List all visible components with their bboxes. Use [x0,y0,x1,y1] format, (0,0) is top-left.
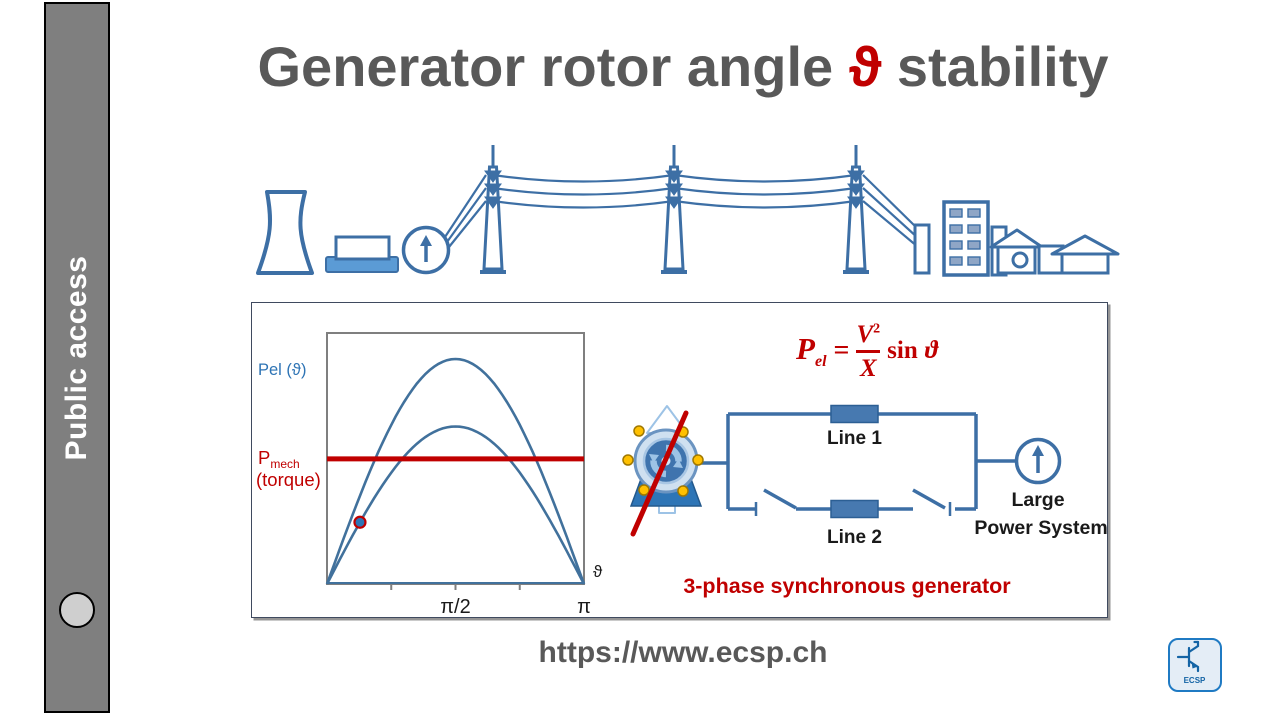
operating-point [353,515,367,529]
breaker-switch-icon [754,488,797,516]
power-angle-chart: π/2 π Pel (ϑ) Pmech (torque) ϑ [256,332,603,618]
transmission-wires-icon [444,173,919,248]
sidebar-strip: Public access [44,2,110,713]
website-url: https://www.ecsp.ch [538,636,828,669]
load-label-2: Power System [974,517,1107,539]
transmission-tower-icon [480,145,506,274]
line2-impedance-icon [830,499,879,519]
rotor-angle-line [630,410,689,537]
chart-curves: π/2 π [325,357,591,618]
x-tick-label: π [577,596,591,618]
cooling-tower-icon [256,190,314,275]
line1-label: Line 1 [827,428,882,449]
transmission-tower-icon [843,145,869,274]
chart-xlabel: ϑ [593,562,603,581]
title-suffix: stability [881,35,1109,98]
formula-sin: sin [887,337,918,364]
sidebar-label: Public access [60,255,93,460]
city-buildings-icon [942,200,1120,277]
breaker-switch-icon [912,488,952,516]
circuit-caption: 3-phase synchronous generator [683,574,1011,598]
large-power-system-icon [1014,437,1062,485]
generator-source-icon [401,225,451,275]
logo-text: ECSP [1184,676,1206,685]
substation-bar-icon [913,223,931,275]
transmission-tower-icon [661,145,687,274]
formula-lhs: Pel [796,330,827,371]
title-theta: ϑ [848,35,882,98]
line1-impedance-icon [830,404,879,424]
title-prefix: Generator rotor angle [257,35,849,98]
pel-curve-1 [325,425,586,585]
page-title: Generator rotor angle ϑ stability [110,34,1256,99]
generator-terminals [622,425,704,497]
x-tick-label: π/2 [440,596,470,618]
formula-angle: ϑ [924,337,938,364]
synchronous-generator-icon [622,405,704,537]
load-label-1: Large [1011,489,1064,511]
fraction-bar [856,349,881,353]
chart-pmech-label-2: (torque) [256,469,321,490]
line2-label: Line 2 [827,527,882,548]
formula-equals: = [833,335,850,366]
chart-pmech-label: Pmech [258,447,300,471]
power-system-diagram-icon [256,145,1120,277]
formula-fraction: V2 X [856,320,881,382]
powerhouse-building-icon [325,235,399,273]
ecsp-logo: ECSP [1168,638,1222,692]
pel-curve-0 [325,357,586,585]
content-panel: π/2 π Pel (ϑ) Pmech (torque) ϑ Pel = V2 X… [251,302,1108,618]
power-formula: Pel = V2 X sin ϑ [752,313,982,389]
circuit-diagram: Line 1 Line 2 [622,404,1108,598]
chart-ylabel: Pel (ϑ) [258,361,306,379]
sidebar-circle [59,592,95,628]
transistor-icon: ECSP [1176,640,1206,685]
